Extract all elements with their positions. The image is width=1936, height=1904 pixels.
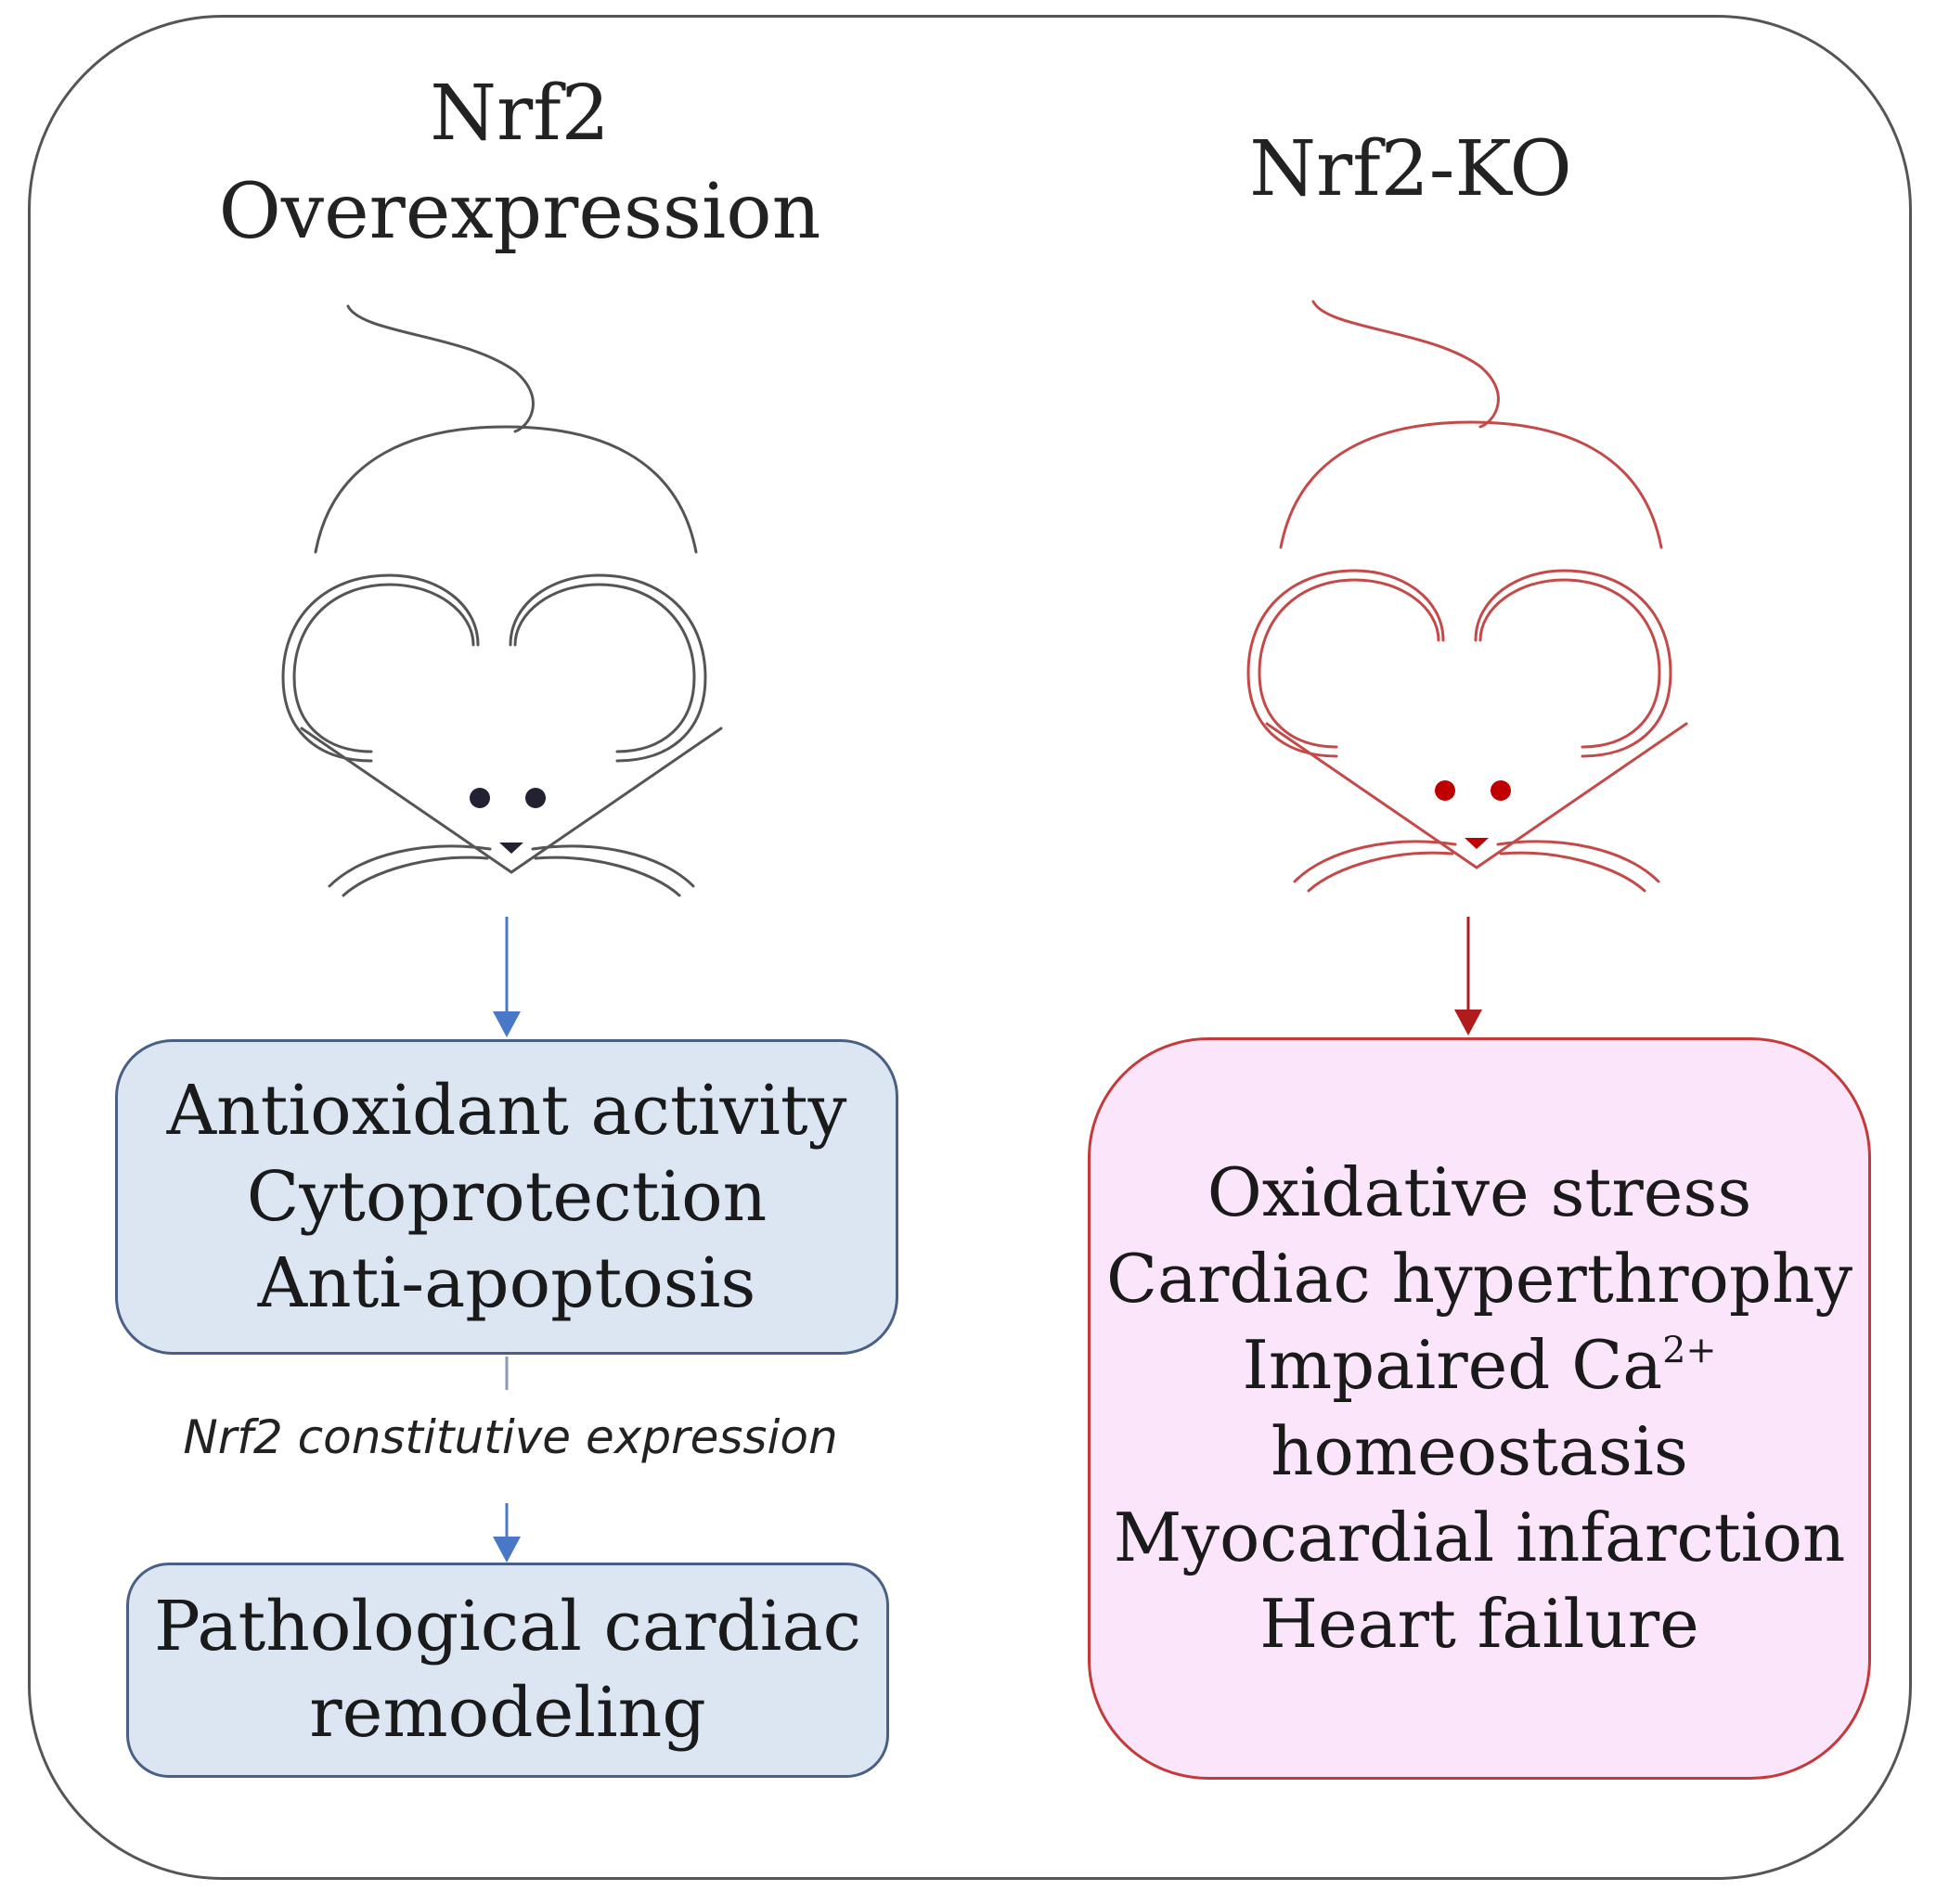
effect-heart-failure: Heart failure [1259,1585,1699,1663]
arrow-left-bottom [493,1503,521,1563]
effect-impaired-calcium: Impaired Ca2+ [1242,1322,1716,1409]
arrow-left-top [493,917,521,1037]
outer-frame [28,15,1912,1880]
mouse-knockout-icon [1246,300,1688,893]
effect-myocardial-infarction: Myocardial infarction [1113,1499,1846,1576]
effect-cardiac-hypertrophy: Cardiac hyperthrophy [1105,1240,1853,1318]
title-nrf2-overexpression: Nrf2 Overexpression [186,65,854,262]
benefit-anti-apoptosis: Anti-apoptosis [257,1242,756,1323]
mouse-overexpression-icon [281,304,723,897]
title-left-line2: Overexpression [218,168,821,256]
effect-homeostasis: homeostasis [1271,1412,1688,1490]
outcome-line2: remodeling [309,1673,706,1753]
knockout-effects-box: Oxidative stress Cardiac hyperthrophy Im… [1088,1037,1871,1780]
impaired-calcium-text: Impaired Ca [1242,1326,1663,1404]
constitutive-expression-note: Nrf2 constitutive expression [183,1410,838,1464]
title-left-line1: Nrf2 [430,70,610,158]
effect-oxidative-stress: Oxidative stress [1207,1153,1752,1231]
arrow-right [1454,917,1482,1036]
benefits-box: Antioxidant activity Cytoprotection Anti… [115,1039,898,1355]
benefit-antioxidant: Antioxidant activity [166,1070,847,1151]
title-nrf2-ko: Nrf2-KO [1249,125,1572,213]
calcium-charge-superscript: 2+ [1662,1329,1717,1372]
benefit-cytoprotection: Cytoprotection [246,1156,768,1237]
pathological-remodeling-box: Pathological cardiac remodeling [126,1563,889,1778]
outcome-line1: Pathological cardiac [153,1587,862,1666]
